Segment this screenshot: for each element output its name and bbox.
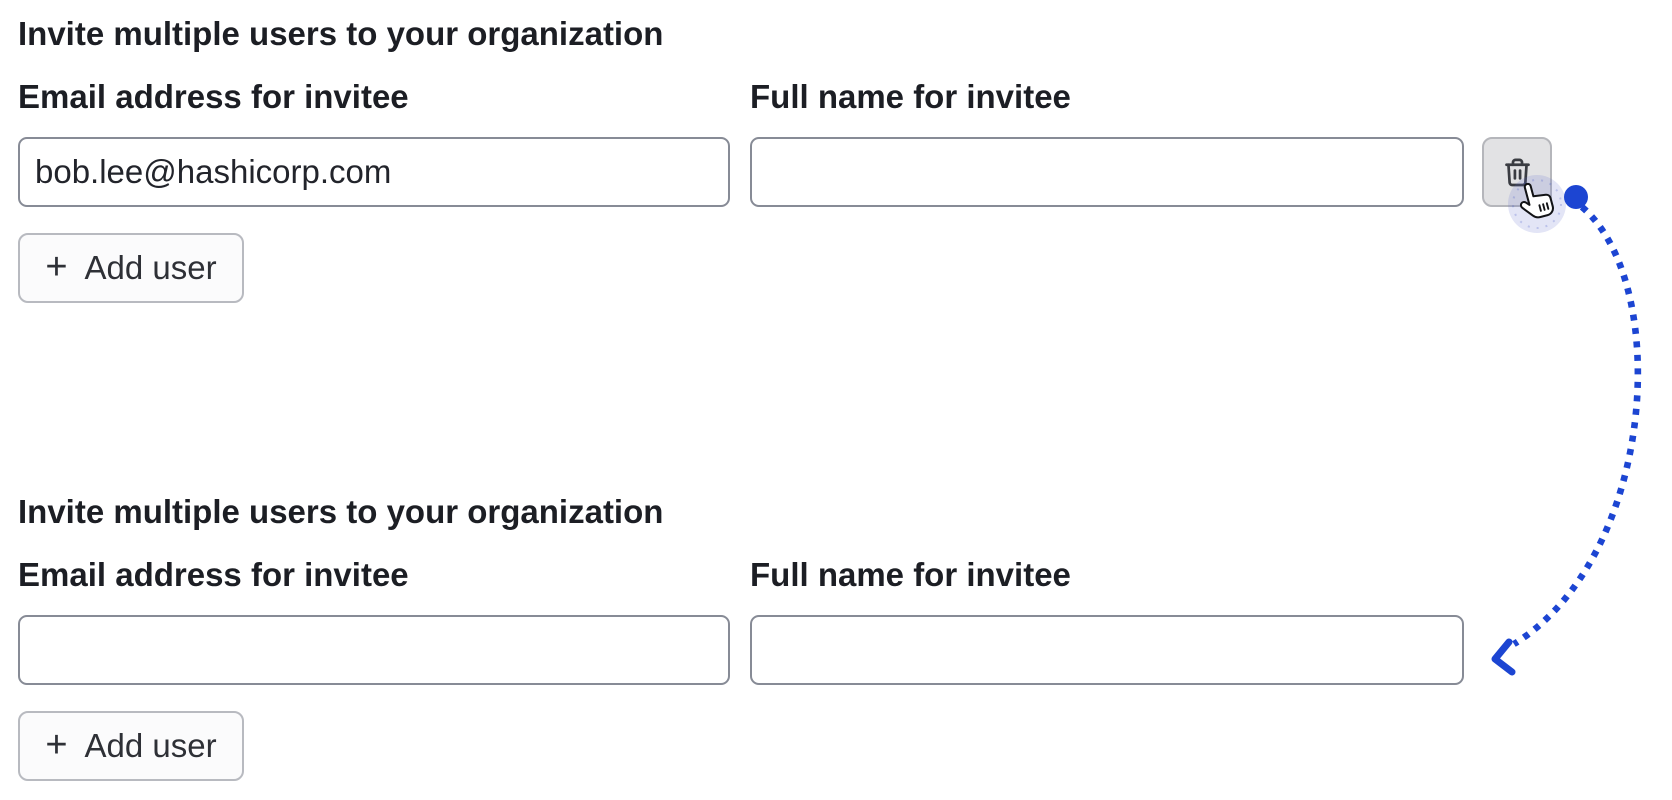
form-1-add-user-button[interactable]: + Add user xyxy=(18,233,244,303)
form-2-email-input[interactable] xyxy=(18,615,730,685)
trash-icon xyxy=(1502,157,1533,188)
form-2-fullname-input[interactable] xyxy=(750,615,1464,685)
plus-icon: + xyxy=(45,245,68,288)
form-1-email-label: Email address for invitee xyxy=(18,78,409,115)
plus-icon: + xyxy=(45,723,68,766)
form-2-heading: Invite multiple users to your organizati… xyxy=(18,493,664,530)
add-user-label: Add user xyxy=(84,727,217,764)
form-1-email-input[interactable] xyxy=(18,137,730,207)
form-2-fullname-label: Full name for invitee xyxy=(750,556,1071,593)
arrowhead-icon xyxy=(1491,638,1516,676)
form-2-add-user-button[interactable]: + Add user xyxy=(18,711,244,781)
form-1-fullname-input[interactable] xyxy=(750,137,1464,207)
annotation-step-dot xyxy=(1564,185,1588,209)
form-1-fullname-label: Full name for invitee xyxy=(750,78,1071,115)
dotted-curved-arrow xyxy=(1491,204,1642,676)
form-1-delete-row-button[interactable] xyxy=(1482,137,1552,207)
form-2-email-label: Email address for invitee xyxy=(18,556,409,593)
add-user-label: Add user xyxy=(84,249,217,286)
form-1-heading: Invite multiple users to your organizati… xyxy=(18,15,664,52)
